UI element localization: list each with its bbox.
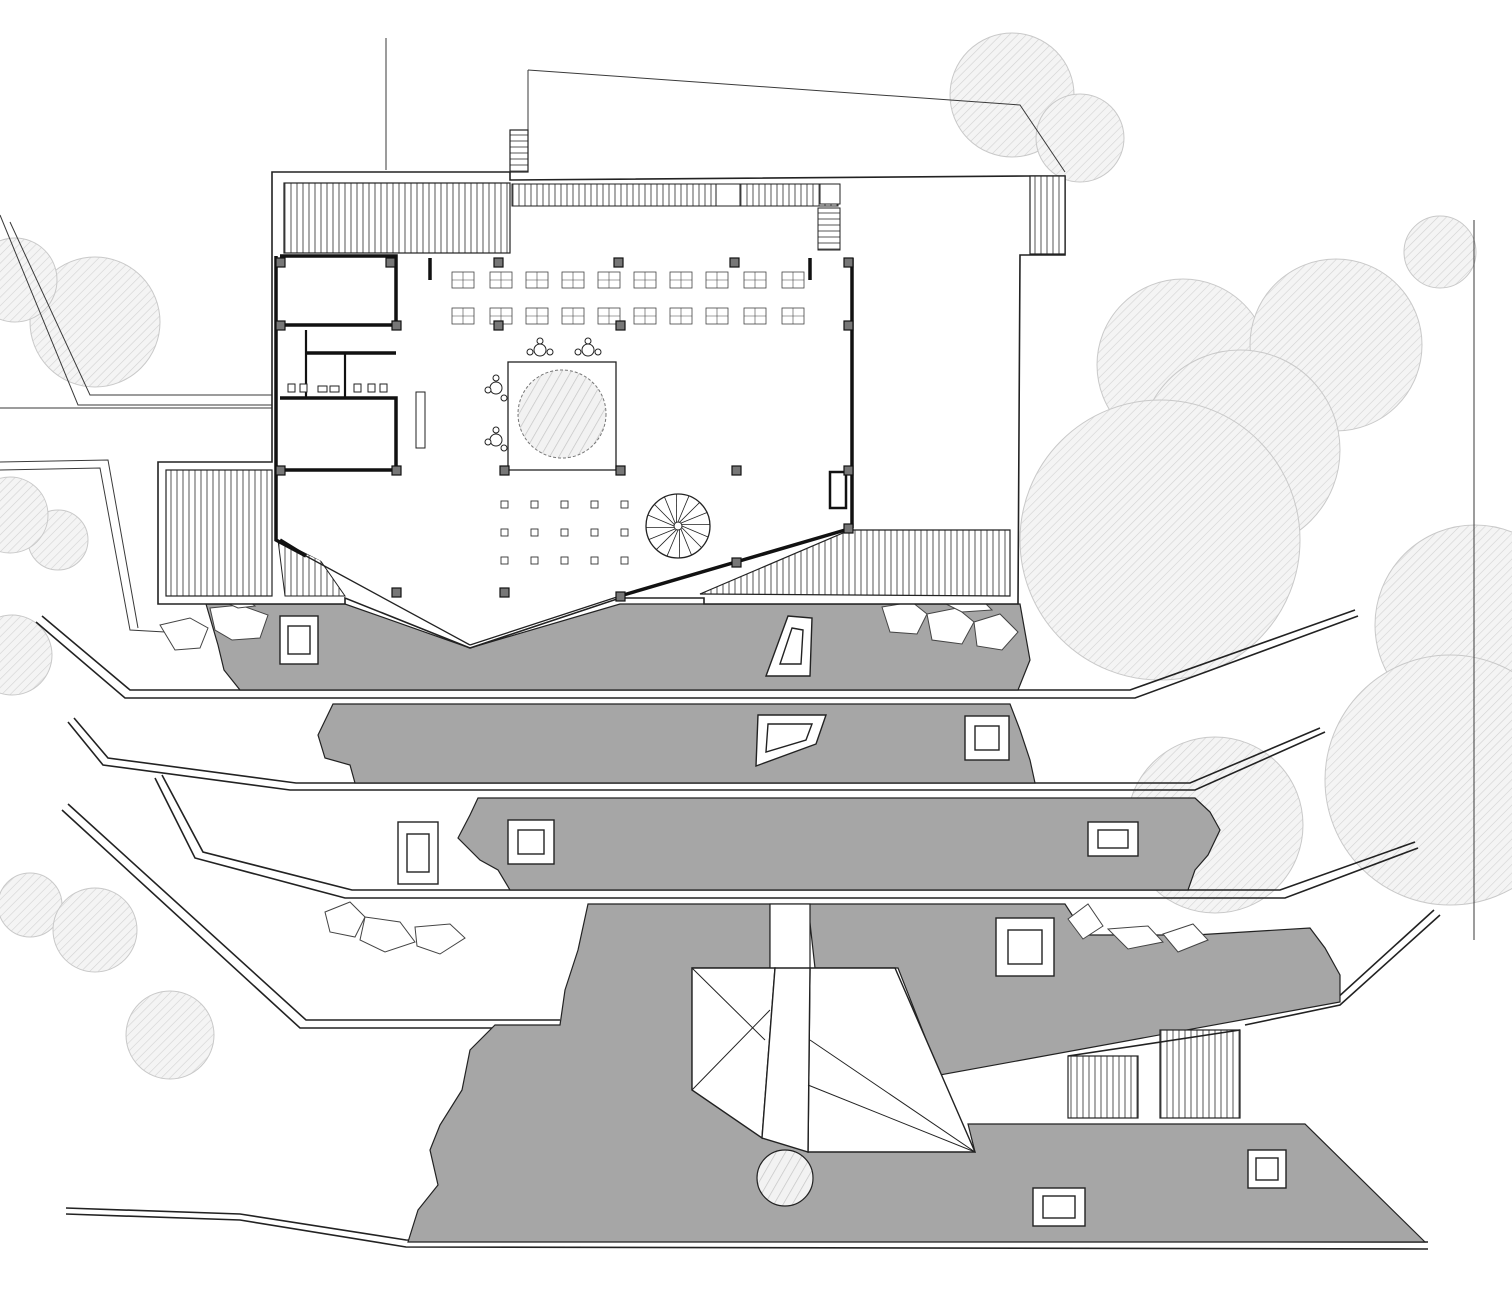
dining-table — [597, 307, 621, 325]
dining-table — [633, 307, 657, 325]
dining-table — [781, 271, 805, 289]
dining-table — [451, 271, 475, 289]
column — [391, 587, 402, 598]
dining-table — [669, 307, 693, 325]
spiral-stair — [645, 493, 711, 559]
planter-circle — [756, 1149, 814, 1207]
round-table — [484, 337, 602, 452]
column — [615, 591, 626, 602]
column — [729, 257, 740, 268]
column — [843, 320, 854, 331]
skylight — [1032, 1187, 1086, 1227]
floor-marker — [590, 556, 599, 565]
column — [493, 320, 504, 331]
column — [843, 257, 854, 268]
dining-table — [451, 307, 475, 325]
column — [843, 465, 854, 476]
rock-clusters — [159, 597, 1209, 955]
tree-canopy — [0, 476, 49, 554]
switchback-ramps — [35, 609, 1441, 1250]
dining-table — [669, 271, 693, 289]
dining-table — [781, 307, 805, 325]
floor-marker — [620, 556, 629, 565]
structural-columns — [275, 257, 854, 602]
terrace-level-3 — [457, 797, 1221, 891]
skylight — [995, 917, 1055, 977]
terrace-level-2 — [317, 703, 1036, 784]
floor-marker — [500, 500, 509, 509]
site-boundary-lines — [0, 38, 1475, 940]
dining-table — [561, 307, 585, 325]
floor-marker — [560, 556, 569, 565]
column — [731, 465, 742, 476]
dining-table — [525, 271, 549, 289]
column — [391, 320, 402, 331]
lower-stair — [1067, 1029, 1241, 1119]
tree-canopy — [125, 990, 215, 1080]
column — [275, 320, 286, 331]
column — [499, 587, 510, 598]
column — [613, 257, 624, 268]
terrace-platforms — [205, 603, 1427, 1243]
dining-table — [633, 271, 657, 289]
column — [385, 257, 396, 268]
floor-marker — [530, 528, 539, 537]
dining-table — [743, 271, 767, 289]
column — [493, 257, 504, 268]
floor-marker — [560, 500, 569, 509]
floor-marker — [560, 528, 569, 537]
tree-canopy — [29, 256, 161, 388]
column — [615, 465, 626, 476]
dining-table — [705, 307, 729, 325]
skylight — [1247, 1149, 1287, 1189]
floor-marker — [620, 528, 629, 537]
floor-marker — [530, 556, 539, 565]
tree-canopy — [1324, 654, 1512, 906]
courtyard-tree — [517, 369, 607, 459]
floor-markers — [500, 500, 629, 565]
dining-table — [561, 271, 585, 289]
tree-canopy — [52, 887, 138, 973]
skylight — [279, 615, 319, 665]
dining-table — [525, 307, 549, 325]
tree-canopies — [0, 32, 1512, 1080]
column — [275, 257, 286, 268]
floor-marker — [590, 500, 599, 509]
skylight — [755, 714, 827, 768]
column — [391, 465, 402, 476]
skylight — [964, 715, 1010, 761]
floor-marker — [500, 556, 509, 565]
skylight — [764, 615, 813, 677]
floor-marker — [530, 500, 539, 509]
tree-canopy — [1019, 399, 1301, 681]
skylight — [1087, 821, 1139, 857]
skylight — [397, 821, 439, 885]
floor-marker — [620, 500, 629, 509]
floor-marker — [590, 528, 599, 537]
tree-canopy — [0, 614, 53, 696]
column — [731, 557, 742, 568]
floor-marker — [500, 528, 509, 537]
dining-table — [489, 271, 513, 289]
terrace-level-1 — [205, 603, 1031, 691]
column — [615, 320, 626, 331]
dining-table — [597, 271, 621, 289]
tree-canopy — [1035, 93, 1125, 183]
dining-table — [705, 271, 729, 289]
ramp-sculpture — [691, 903, 977, 1207]
column — [499, 465, 510, 476]
tree-canopy — [0, 237, 58, 323]
building-floor-plan — [157, 129, 1066, 649]
column — [275, 465, 286, 476]
dining-tables — [451, 271, 805, 325]
dining-table — [743, 307, 767, 325]
skylights — [279, 615, 1287, 1227]
skylight — [507, 819, 555, 865]
restroom-fixtures — [287, 383, 388, 393]
tree-canopy — [1403, 215, 1477, 289]
column — [843, 523, 854, 534]
